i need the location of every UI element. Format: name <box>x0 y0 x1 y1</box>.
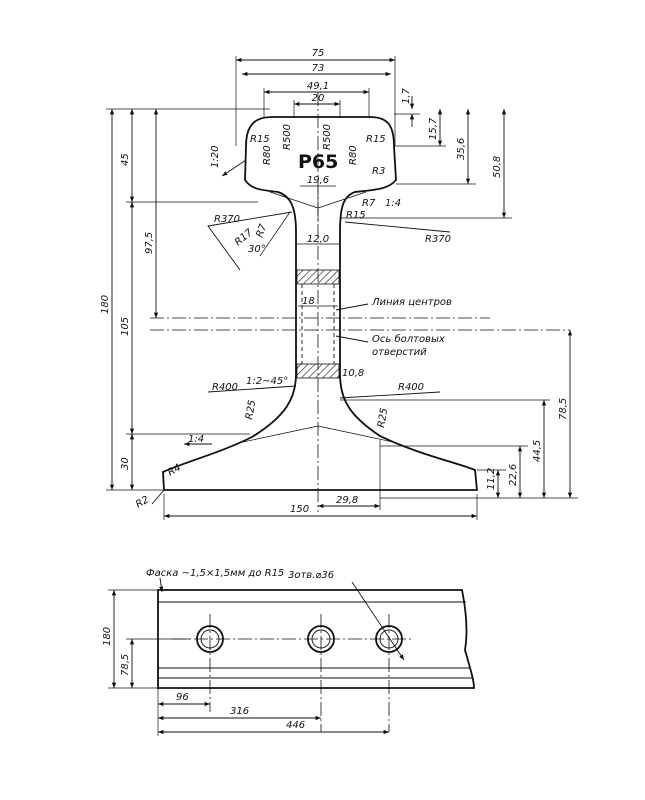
side-view: Фаска ~1,5×1,5мм до R15 3отв.⌀36 180 78,… <box>102 568 475 736</box>
bolt-axis-label: Ось болтовых <box>372 333 445 345</box>
r400-right-label: R400 <box>398 382 424 393</box>
dim-22-6: 22,6 <box>508 464 519 486</box>
r400-left-label: R400 <box>212 382 238 393</box>
r15-neck-label: R15 <box>346 210 366 221</box>
side-dim-96: 96 <box>176 692 189 703</box>
r7-left-label: R7 <box>254 222 269 239</box>
dim-15-7: 15,7 <box>428 117 439 140</box>
head-slope-label: 1:20 <box>210 146 221 168</box>
dim-1-7: 1,7 <box>401 87 412 104</box>
dim-10-8: 10,8 <box>342 368 364 379</box>
dim-20: 20 <box>312 93 325 104</box>
rail-outline <box>162 116 478 491</box>
r15-right-label: R15 <box>366 134 386 145</box>
r370-right-label: R370 <box>425 234 451 245</box>
dim-19-6: 19,6 <box>307 175 329 186</box>
cross-section: 75 73 49,1 20 R15 R80 R500 R500 R80 R15 … <box>100 48 578 520</box>
dim-50-8: 50,8 <box>492 156 503 178</box>
r500-right-label: R500 <box>322 124 333 150</box>
side-dim-78-5: 78,5 <box>120 654 131 676</box>
r500-left-label: R500 <box>282 124 293 150</box>
r80-right-label: R80 <box>348 145 359 165</box>
r2-label: R2 <box>134 494 151 510</box>
dim-105: 105 <box>120 317 131 336</box>
dim-35-6: 35,6 <box>456 138 467 160</box>
dim-49-1: 49,1 <box>307 81 329 92</box>
rail-type-label: Р65 <box>298 151 338 173</box>
r80-left-label: R80 <box>262 145 273 165</box>
side-dim-316: 316 <box>230 706 249 717</box>
holes-note: 3отв.⌀36 <box>288 570 334 581</box>
base-slope-label: 1:4 <box>188 434 204 445</box>
dim-12: 12,0 <box>307 234 329 245</box>
r25-right-label: R25 <box>376 407 390 428</box>
dim-73: 73 <box>312 63 325 74</box>
angle-30-label: 30° <box>248 244 266 255</box>
side-dim-446: 446 <box>286 720 305 731</box>
dim-30: 30 <box>120 457 131 470</box>
dim-150: 150 <box>290 504 309 515</box>
dim-78-5: 78,5 <box>558 398 569 420</box>
side-dim-180: 180 <box>102 627 113 646</box>
side-view-outline <box>157 589 475 689</box>
r25-left-label: R25 <box>244 399 258 420</box>
dim-11-2: 11,2 <box>486 468 497 490</box>
r3-label: R3 <box>372 166 385 177</box>
dim-97-5: 97,5 <box>144 232 155 254</box>
chamfer-slope-label: 1:2~45° <box>246 376 288 387</box>
dim-29-8: 29,8 <box>336 495 358 506</box>
bolt-axis-label-2: отверстий <box>372 347 427 358</box>
r7-right-label: R7 <box>362 198 376 209</box>
r15-left-label: R15 <box>250 134 270 145</box>
neck-slope-label: 1:4 <box>385 198 401 209</box>
dim-75: 75 <box>312 48 325 59</box>
dim-45: 45 <box>120 153 131 166</box>
dim-18: 18 <box>302 296 315 307</box>
dim-44-5: 44,5 <box>532 440 543 462</box>
r370-left-label: R370 <box>214 214 240 225</box>
center-line-label: Линия центров <box>371 297 452 308</box>
dim-180: 180 <box>100 295 111 314</box>
chamfer-note: Фаска ~1,5×1,5мм до R15 <box>146 568 284 579</box>
